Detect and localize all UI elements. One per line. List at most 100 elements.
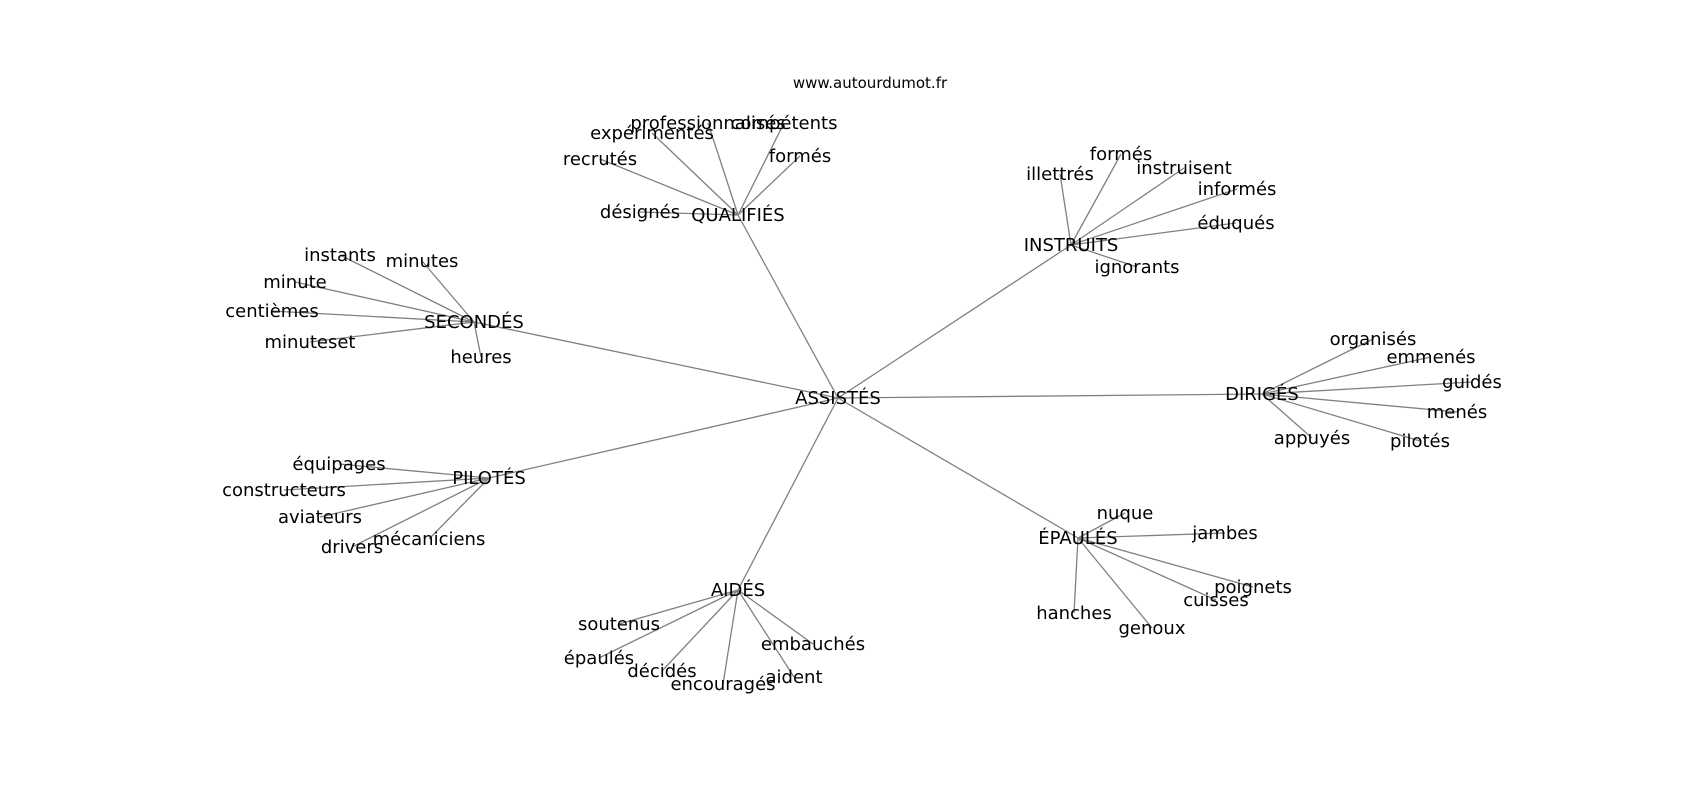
leaf-word[interactable]: emmenés	[1386, 347, 1475, 368]
source-label: www.autourdumot.fr	[793, 74, 948, 92]
leaf-word[interactable]: aviateurs	[278, 507, 362, 528]
edge-hub-leaf	[707, 122, 739, 216]
leaf-word[interactable]: appuyés	[1274, 428, 1350, 449]
edge-hub-leaf	[1077, 532, 1226, 539]
leaf-word[interactable]: désignés	[600, 202, 680, 223]
leaf-word[interactable]: ignorants	[1094, 257, 1179, 278]
leaf-word[interactable]: cuisses	[1183, 590, 1249, 611]
edge-hub-leaf	[1077, 512, 1126, 539]
leaf-word[interactable]: formés	[769, 146, 831, 167]
edge-center-hub	[737, 214, 839, 399]
edge-hub-leaf	[618, 589, 739, 625]
leaf-word[interactable]: menés	[1427, 402, 1487, 423]
edge-hub-leaf	[737, 155, 801, 216]
leaf-word[interactable]: instruisent	[1136, 158, 1232, 179]
leaf-word[interactable]: embauchés	[761, 634, 865, 655]
edge-hub-leaf	[1077, 537, 1254, 588]
leaf-word[interactable]: éduqués	[1197, 213, 1274, 234]
edge-hub-leaf	[1077, 537, 1153, 629]
edge-hub-leaf	[1059, 173, 1072, 246]
edge-hub-leaf	[1070, 188, 1238, 246]
leaf-word[interactable]: instants	[304, 245, 376, 266]
hub-word[interactable]: ÉPAULÉS	[1038, 527, 1117, 549]
hub-word[interactable]: AIDÉS	[711, 579, 765, 601]
leaf-word[interactable]: expérimentés	[590, 123, 714, 144]
edge-hub-leaf	[1261, 393, 1458, 413]
edge-hub-leaf	[421, 260, 475, 323]
edge-hub-leaf	[428, 477, 490, 540]
edge-hub-leaf	[1077, 537, 1217, 601]
leaf-word[interactable]: hanches	[1036, 603, 1112, 624]
edge-hub-leaf	[309, 321, 475, 343]
leaf-word[interactable]: formés	[1090, 144, 1152, 165]
edge-hub-leaf	[351, 477, 490, 548]
edge-hub-leaf	[339, 254, 475, 323]
edge-hub-leaf	[1070, 244, 1138, 268]
edge-hub-leaf	[473, 321, 482, 358]
edge-hub-leaf	[1261, 338, 1374, 395]
leaf-word[interactable]: minute	[263, 272, 326, 293]
hub-word[interactable]: QUALIFIÉS	[691, 204, 784, 226]
edge-hub-leaf	[338, 463, 490, 479]
leaf-word[interactable]: poignets	[1214, 577, 1292, 598]
edge-center-hub	[837, 244, 1072, 399]
edge-hub-leaf	[1070, 153, 1122, 246]
leaf-word[interactable]: recrutés	[563, 149, 637, 170]
leaf-word[interactable]: nuque	[1097, 503, 1154, 524]
edge-hub-leaf	[1070, 222, 1237, 246]
leaf-word[interactable]: illettrés	[1026, 164, 1094, 185]
leaf-word[interactable]: épaulés	[564, 648, 634, 669]
edge-hub-leaf	[1261, 393, 1421, 442]
leaf-word[interactable]: drivers	[321, 537, 383, 558]
leaf-word[interactable]: informés	[1198, 179, 1277, 200]
leaf-word[interactable]: aident	[766, 667, 823, 688]
edges	[271, 122, 1473, 685]
leaf-word[interactable]: constructeurs	[222, 480, 346, 501]
leaf-word[interactable]: mécaniciens	[373, 529, 486, 550]
labels: ASSISTÉS QUALIFIÉS professionnaliséscompét…	[222, 113, 1502, 695]
leaf-word[interactable]: jambes	[1191, 523, 1257, 544]
hub-word[interactable]: INSTRUITS	[1024, 235, 1119, 256]
leaf-word[interactable]: organisés	[1330, 329, 1417, 350]
edge-hub-leaf	[294, 281, 475, 323]
edge-hub-leaf	[599, 158, 739, 216]
edge-hub-leaf	[598, 589, 739, 659]
leaf-word[interactable]: genoux	[1119, 618, 1186, 639]
center-word[interactable]: ASSISTÉS	[795, 387, 881, 409]
edge-center-hub	[488, 397, 839, 479]
edge-center-hub	[837, 393, 1263, 399]
leaf-word[interactable]: professionnalisés	[630, 113, 785, 134]
leaf-word[interactable]: encouragés	[670, 674, 775, 695]
leaf-word[interactable]: équipages	[292, 454, 385, 475]
leaf-word[interactable]: pilotés	[1390, 431, 1450, 452]
edge-hub-leaf	[1261, 356, 1432, 395]
edge-hub-leaf	[1070, 167, 1185, 246]
edge-hub-leaf	[737, 589, 795, 678]
edge-center-hub	[837, 397, 1079, 539]
edge-center-hub	[737, 397, 839, 591]
leaf-word[interactable]: heures	[450, 347, 511, 368]
leaf-word[interactable]: centièmes	[225, 301, 319, 322]
edge-hub-leaf	[283, 477, 490, 491]
leaf-word[interactable]: compétents	[731, 113, 838, 134]
edge-hub-leaf	[1261, 381, 1473, 395]
edge-hub-leaf	[737, 589, 814, 645]
edge-hub-leaf	[651, 132, 739, 216]
leaf-word[interactable]: minuteset	[265, 332, 356, 353]
leaf-word[interactable]: guidés	[1442, 372, 1502, 393]
edge-center-hub	[473, 321, 839, 399]
edge-hub-leaf	[737, 122, 785, 216]
edge-hub-leaf	[1073, 537, 1079, 614]
hub-word[interactable]: PILOTÉS	[452, 467, 526, 489]
hub-word[interactable]: DIRIGÉS	[1225, 383, 1299, 405]
edge-hub-leaf	[271, 310, 475, 323]
leaf-word[interactable]: minutes	[386, 251, 459, 272]
edge-hub-leaf	[1261, 393, 1313, 439]
leaf-word[interactable]: soutenus	[578, 614, 660, 635]
hub-word[interactable]: SECONDÉS	[424, 311, 524, 333]
edge-hub-leaf	[661, 589, 739, 672]
edge-hub-leaf	[722, 589, 739, 685]
edge-hub-leaf	[319, 477, 490, 518]
leaf-word[interactable]: décidés	[627, 661, 696, 682]
